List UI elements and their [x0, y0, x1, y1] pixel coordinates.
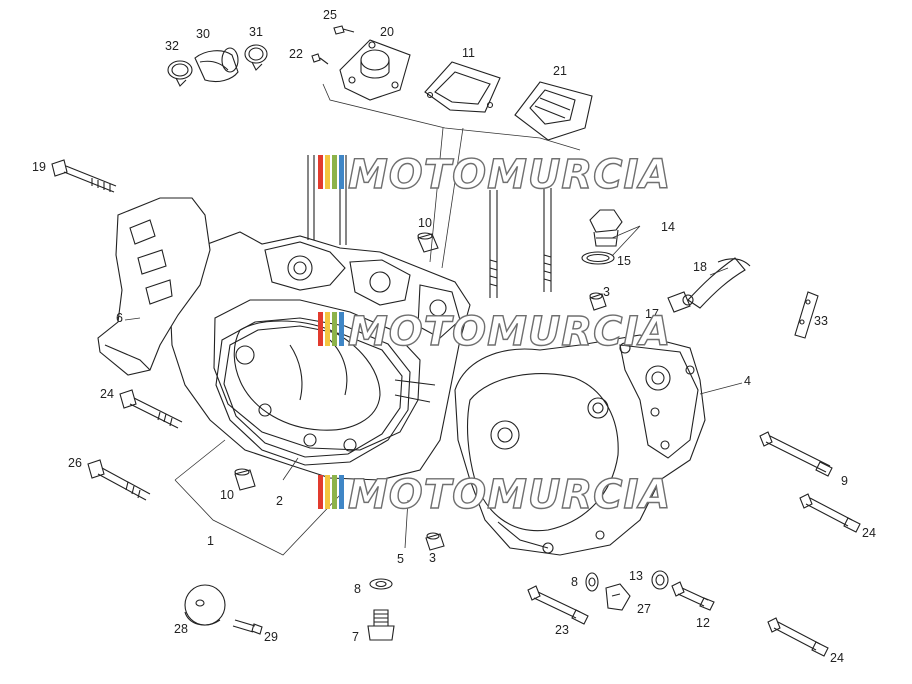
leader-lines — [124, 83, 743, 556]
callout-5: 5 — [397, 552, 404, 566]
callout-18: 18 — [693, 260, 707, 274]
watermark-stripe — [318, 475, 323, 509]
callout-20: 20 — [380, 25, 394, 39]
watermark-middle: MOTOMURCIA — [318, 308, 671, 356]
reed-valve-21 — [514, 81, 593, 141]
cover-cap-28 — [184, 584, 226, 626]
callout-32: 32 — [165, 39, 179, 53]
callout-2: 2 — [276, 494, 283, 508]
crankcase-assembly — [169, 231, 471, 481]
bolt-29 — [232, 619, 263, 635]
watermark-stripe — [318, 155, 323, 189]
engine-guard — [97, 197, 211, 376]
watermark-bottom: MOTOMURCIA — [318, 471, 671, 519]
watermark-stripe — [318, 312, 323, 346]
watermark-stripe — [325, 312, 330, 346]
right-crankcase-cover — [454, 334, 706, 556]
hose-clamp-32 — [167, 60, 193, 87]
callout-10-upper: 10 — [418, 216, 432, 230]
callout-11: 11 — [462, 46, 475, 60]
dowel-3-upper — [589, 292, 607, 311]
reed-block-20 — [339, 39, 411, 101]
washer-8-left — [369, 578, 393, 590]
watermark-text-bottom: MOTOMURCIA — [348, 472, 671, 518]
callout-27: 27 — [637, 602, 651, 616]
callout-6: 6 — [116, 311, 123, 325]
callout-7: 7 — [352, 630, 359, 644]
bolt-24-lower-right — [767, 617, 829, 657]
breather-fitting-17 — [667, 291, 694, 313]
callout-14: 14 — [661, 220, 675, 234]
callout-17: 17 — [645, 307, 659, 321]
bolt-26 — [87, 459, 151, 501]
callout-25: 25 — [323, 8, 337, 22]
bolt-24-upper-right — [799, 493, 861, 533]
callout-24-left: 24 — [100, 387, 114, 401]
callout-29: 29 — [264, 630, 278, 644]
dowel-10-lower — [234, 468, 256, 491]
callout-12: 12 — [696, 616, 710, 630]
watermark-stripe — [332, 312, 337, 346]
plug-27 — [605, 583, 631, 611]
callout-4: 4 — [744, 374, 751, 388]
bolt-9 — [759, 431, 833, 477]
callout-13: 13 — [629, 569, 643, 583]
washer-13 — [651, 570, 669, 590]
sight-window-33 — [794, 291, 819, 339]
watermark-text-middle: MOTOMURCIA — [348, 309, 671, 355]
crankcase-gasket — [215, 317, 411, 466]
callout-19: 19 — [32, 160, 46, 174]
reed-gasket-11 — [424, 61, 501, 113]
watermark-stripe — [339, 475, 344, 509]
intake-manifold-30 — [194, 47, 239, 83]
bolt-22 — [311, 53, 329, 65]
watermark-stripe — [332, 155, 337, 189]
filler-plug-14 — [581, 209, 623, 265]
callout-24-upper-right: 24 — [862, 526, 876, 540]
callout-22: 22 — [289, 47, 303, 61]
watermark-stripe — [332, 475, 337, 509]
watermark-text-top: MOTOMURCIA — [348, 152, 671, 198]
callout-23: 23 — [555, 623, 569, 637]
callout-31: 31 — [249, 25, 263, 39]
dowel-3-lower — [425, 532, 445, 551]
bolt-12 — [671, 581, 715, 611]
callout-8-right: 8 — [571, 575, 578, 589]
callout-15: 15 — [617, 254, 631, 268]
bolt-23 — [527, 585, 589, 625]
hose-clamp-31 — [244, 44, 268, 71]
callout-1: 1 — [207, 534, 214, 548]
callout-26: 26 — [68, 456, 82, 470]
watermark-stripe — [325, 155, 330, 189]
watermark-stripe — [339, 312, 344, 346]
callout-3-lower: 3 — [429, 551, 436, 565]
callout-33: 33 — [814, 314, 828, 328]
callout-21: 21 — [553, 64, 567, 78]
drain-plug-7 — [367, 609, 395, 641]
bolt-24-left — [119, 389, 183, 429]
watermark-top: MOTOMURCIA — [318, 151, 671, 199]
callout-labels: 1 2 3 3 4 5 6 7 8 8 9 10 10 11 12 13 14 … — [32, 8, 876, 665]
cylinder-studs — [307, 155, 552, 298]
dowel-10-upper — [417, 232, 439, 253]
callout-10-lower: 10 — [220, 488, 234, 502]
bolt-25 — [333, 25, 355, 35]
left-crankcase-half — [169, 231, 471, 481]
watermark-stripe — [339, 155, 344, 189]
callout-3-upper: 3 — [603, 285, 610, 299]
callout-28: 28 — [174, 622, 188, 636]
callout-24-lower-right: 24 — [830, 651, 844, 665]
bolt-19 — [51, 159, 117, 193]
callout-30: 30 — [196, 27, 210, 41]
breather-hose-18 — [687, 257, 751, 309]
watermark-stripe — [325, 475, 330, 509]
callout-8-left: 8 — [354, 582, 361, 596]
callout-9: 9 — [841, 474, 848, 488]
washer-8-right — [585, 572, 599, 592]
